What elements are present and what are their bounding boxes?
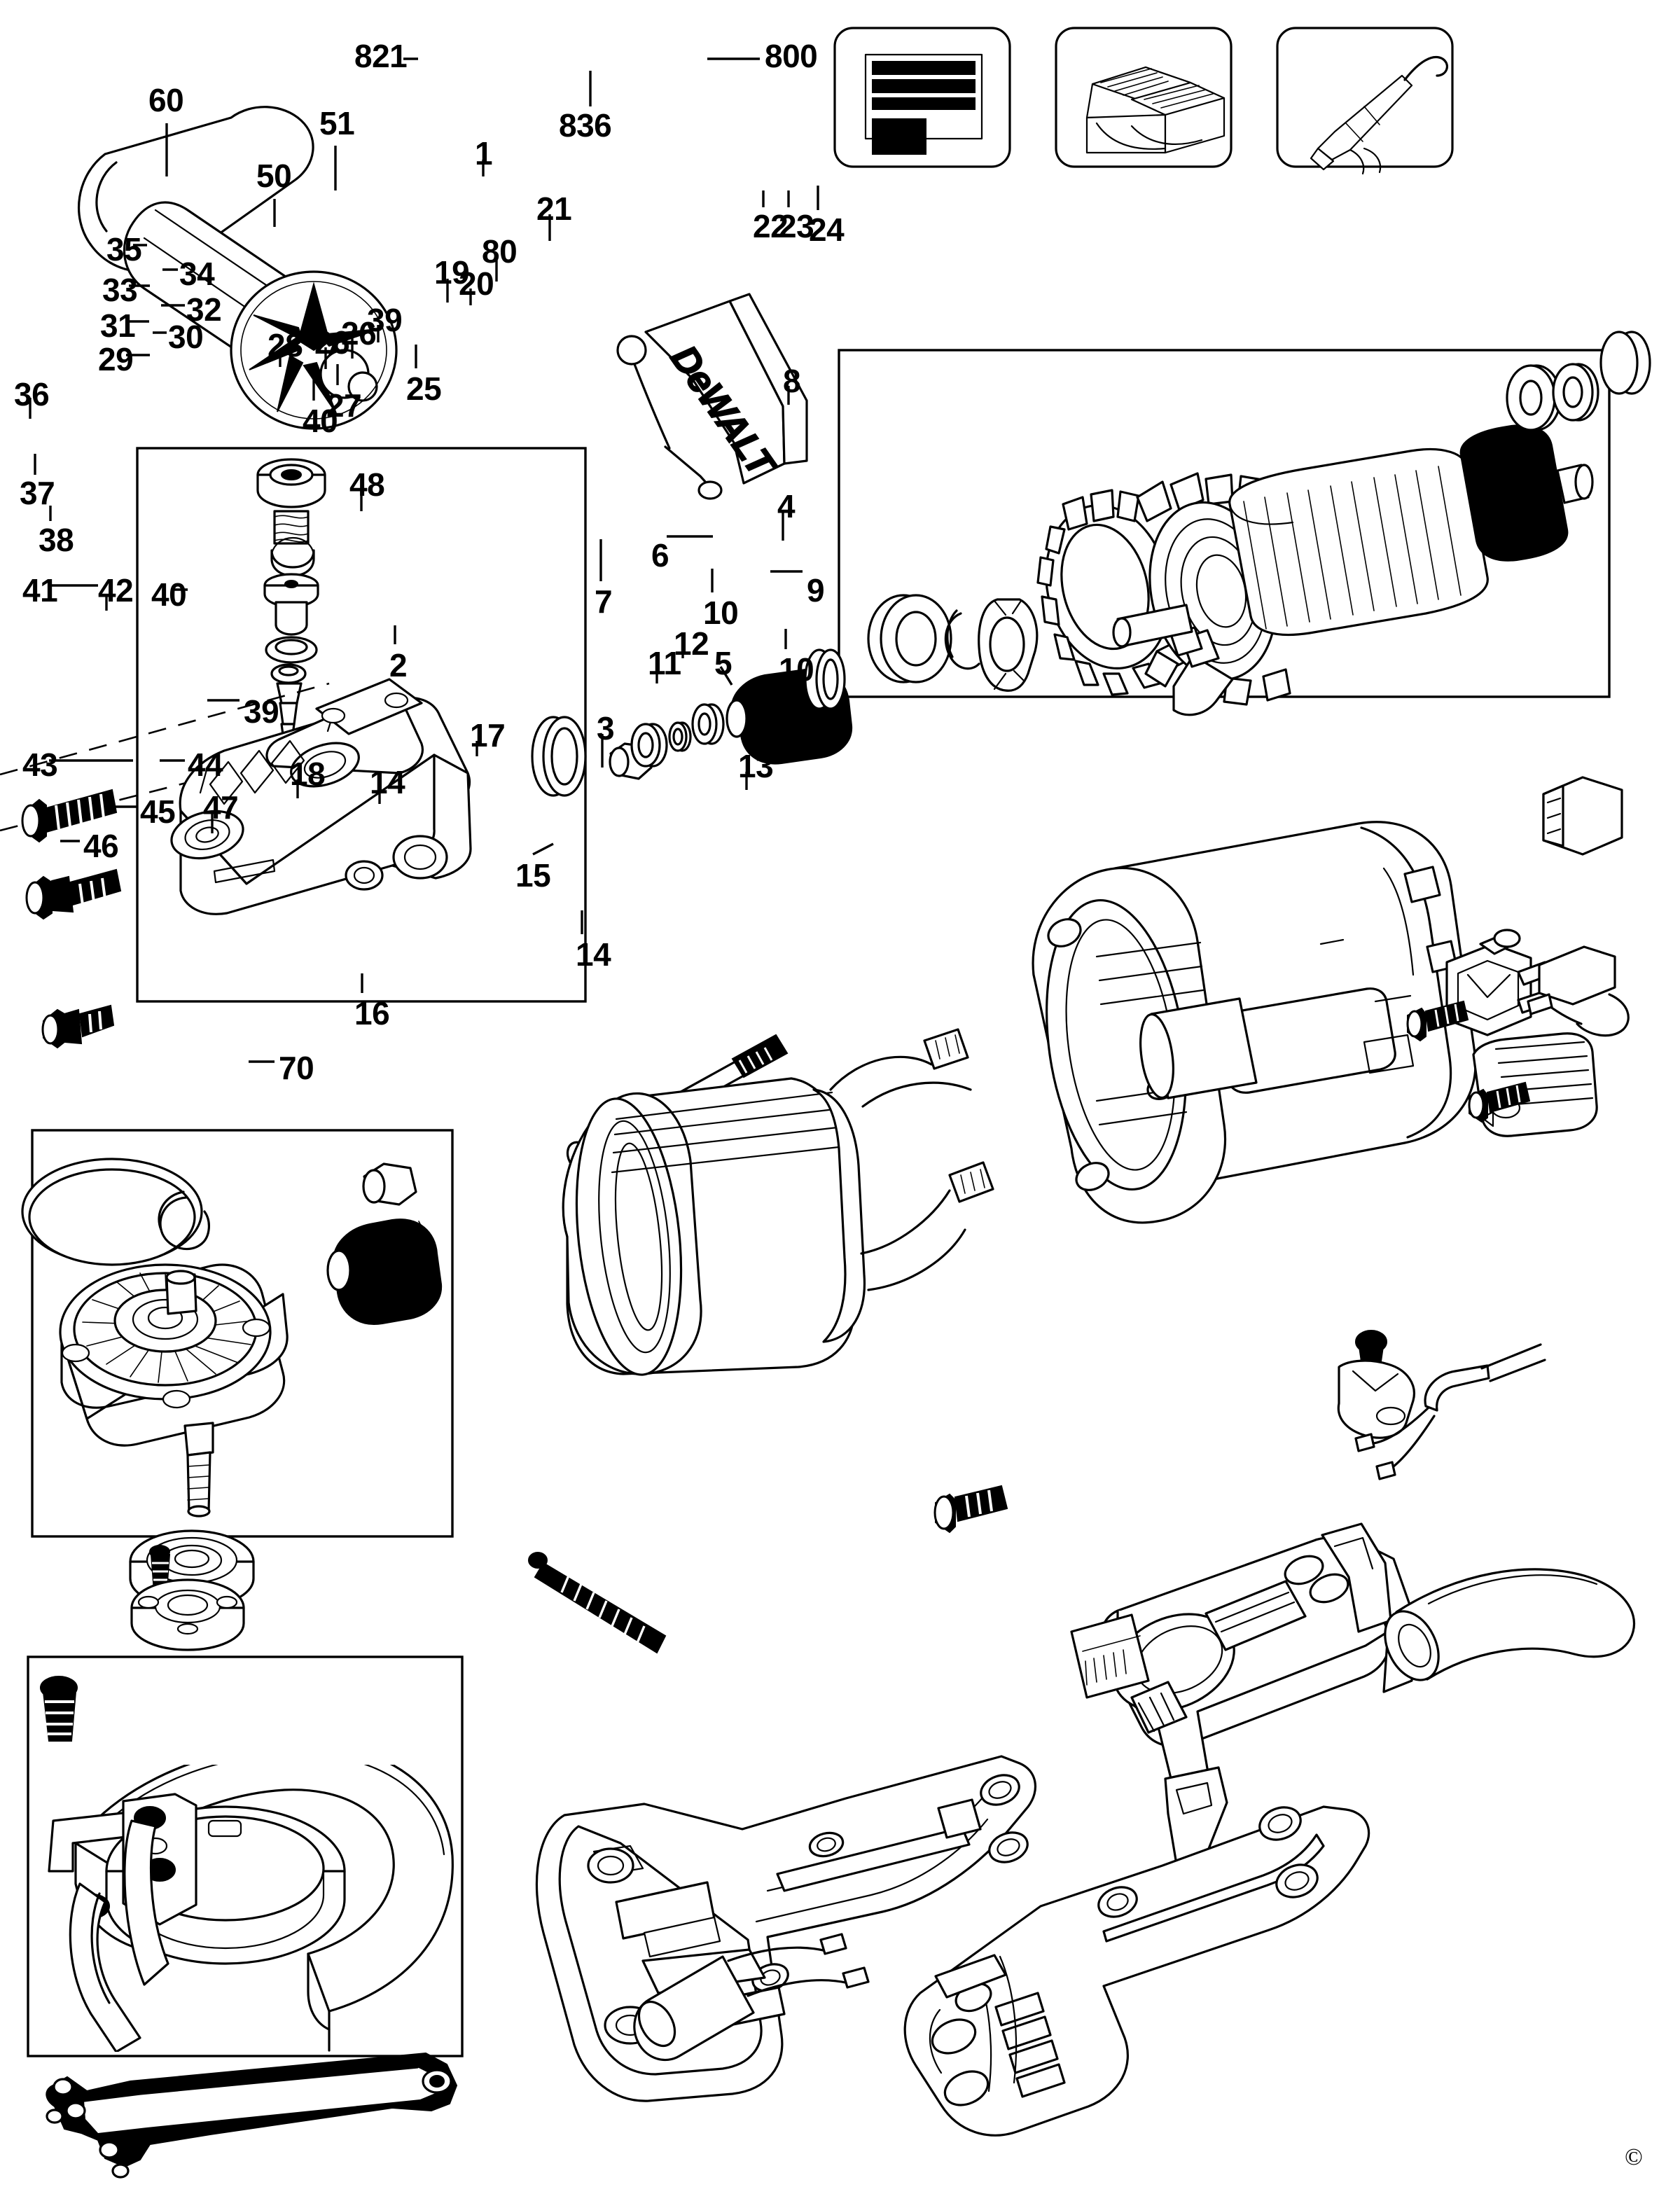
part-spanner-wrench <box>46 2052 458 2179</box>
part-motor-housing <box>1032 821 1477 1224</box>
callout-screw-brush-b: 10 <box>779 651 814 688</box>
callout-armature-assembly-box: 1 <box>475 135 493 172</box>
part-handle-screw-17 <box>933 1485 1008 1534</box>
callout-spanner-wrench: 70 <box>279 1050 314 1086</box>
part-suppressor <box>633 1933 870 2062</box>
copyright-symbol: © <box>1625 2144 1643 2170</box>
callout-capacitor: 4 <box>777 488 796 525</box>
callout-gasket-cover: 41 <box>22 572 58 609</box>
callout-thrust-washer: 27 <box>326 387 362 424</box>
callout-screw-short: 38 <box>39 522 74 558</box>
callout-washer-shim: 80 <box>482 233 518 270</box>
callout-brush-cover: 9 <box>807 572 825 609</box>
callout-circlip: 42 <box>98 572 134 609</box>
callout-brush-cap: 8 <box>783 363 801 399</box>
callout-side-handle: 60 <box>148 82 184 118</box>
callout-bearing-washer: 22 <box>753 208 789 244</box>
callout-shim-washer-a: 26 <box>314 324 350 361</box>
callout-seal: 30 <box>168 319 204 355</box>
part-warning-label <box>833 27 1011 168</box>
callout-lock-pin: 32 <box>186 291 222 328</box>
callout-handle-screw-18: 18 <box>290 756 326 792</box>
leader-line-name-plate-label <box>532 842 554 856</box>
callout-field-stator: 2 <box>389 647 408 683</box>
part-field-stator <box>562 1028 994 1376</box>
callout-retaining-ring: 20 <box>459 265 494 302</box>
callout-suppressor: 16 <box>354 995 390 1032</box>
part-armature-assembly <box>867 331 1651 716</box>
part-handle-half-right <box>903 1805 1370 2137</box>
callout-outer-flange: 45 <box>140 793 176 830</box>
part-name-plate: DeWALT <box>616 293 808 500</box>
callout-bearing-washer-25: 25 <box>406 370 442 407</box>
callout-field-tie-rod: 48 <box>349 466 385 503</box>
callout-handle-screw-17: 17 <box>470 717 506 754</box>
part-brush-holder-group <box>1406 929 1630 1137</box>
part-kitbox <box>1055 27 1233 168</box>
callout-spindle-lock-plunger: 29 <box>98 341 134 377</box>
callout-gearcase-assembly-box: 39 <box>244 693 279 730</box>
callout-motor-housing: 7 <box>595 583 613 620</box>
part-guard-assembly <box>40 1676 454 2052</box>
callout-pinion-nut: 40 <box>303 403 338 439</box>
part-handle-screw-18 <box>528 1552 667 1654</box>
callout-handle-half-left: 14 <box>370 764 405 800</box>
callout-guard-screw: 46 <box>83 828 119 864</box>
callout-gear-case-seal: 28 <box>268 327 303 363</box>
callout-compression-spring: 34 <box>179 256 215 292</box>
callout-brush-holder: 6 <box>651 537 669 574</box>
callout-inner-flange: 43 <box>22 747 58 783</box>
callout-guard-assembly-box: 47 <box>203 789 239 826</box>
part-instruction-tool <box>1276 27 1454 175</box>
callout-instruction-tool: 800 <box>765 38 818 74</box>
part-gearcase-assembly <box>21 1158 443 1651</box>
callout-ball-bearing: 19 <box>434 254 470 291</box>
part-brush <box>1542 776 1623 856</box>
callout-cord-clamp: 11 <box>648 645 681 681</box>
callout-name-plate-label: 15 <box>515 857 551 894</box>
callout-clamp-screw: 12 <box>674 625 709 662</box>
part-cord-protector <box>1384 1568 1635 1681</box>
callout-dewalt-name-plate: 51 <box>319 105 355 141</box>
callout-gear-case-group-box: 50 <box>256 158 292 194</box>
callout-bevel-nut: 40 <box>151 576 187 613</box>
part-cord-clamp-group <box>1337 1330 1546 1480</box>
callout-shim-washer-b: 26 <box>341 315 377 352</box>
callout-kitbox: 836 <box>559 107 612 144</box>
callout-warning-label: 821 <box>354 38 408 74</box>
callout-bearing: 23 <box>779 208 814 244</box>
part-switch-housing <box>1099 1522 1413 1866</box>
callout-washer: 33 <box>102 272 138 308</box>
part-rating-label <box>1070 1613 1150 1699</box>
callout-cord-protector: 13 <box>738 748 774 784</box>
callout-screw-flange: 44 <box>188 747 223 783</box>
callout-fan-baffle: 21 <box>536 190 572 227</box>
callout-screw-medium: 37 <box>20 475 55 511</box>
callout-pinion-gear: 39 <box>367 302 403 338</box>
callout-handle-half-right: 14 <box>576 936 611 973</box>
callout-spindle-bearing: 35 <box>106 231 142 268</box>
callout-power-cord: 5 <box>714 645 733 681</box>
part-screws-left <box>21 789 122 1049</box>
part-side-handle <box>77 106 398 430</box>
callout-o-ring: 31 <box>100 307 136 344</box>
callout-bearing-cap: 24 <box>809 211 845 248</box>
part-pinion-group <box>609 648 853 780</box>
callout-switch-housing: 3 <box>597 710 615 747</box>
leader-line-power-cord <box>719 666 733 686</box>
callout-screw-long: 36 <box>14 376 50 412</box>
callout-screw-brush-a: 10 <box>703 595 739 631</box>
